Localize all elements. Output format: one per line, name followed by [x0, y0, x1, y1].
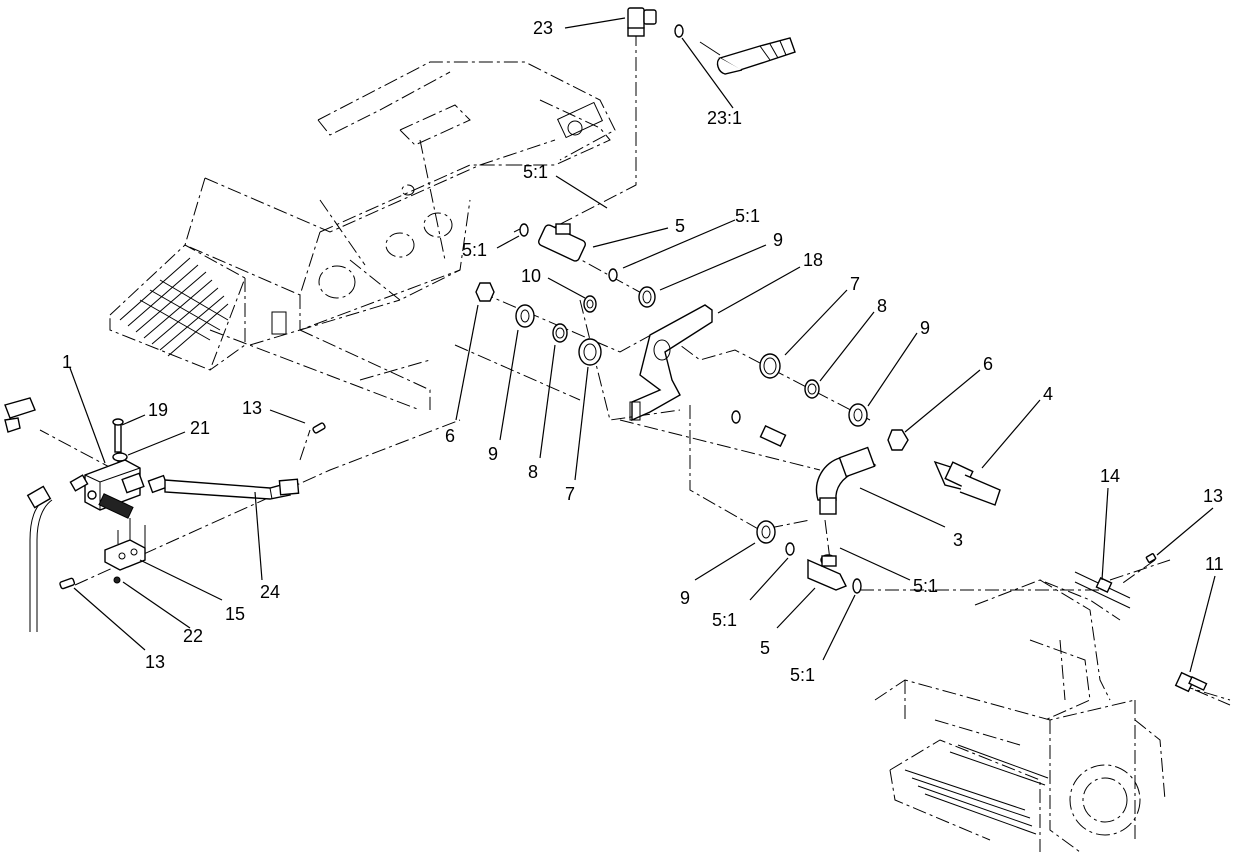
screw-13-center: [312, 422, 326, 434]
callout-22: 22: [183, 626, 203, 646]
callout-13: 13: [145, 652, 165, 672]
nut-10: [583, 295, 597, 313]
callout-8: 8: [877, 296, 887, 316]
callout-5: 5: [760, 638, 770, 658]
fitting-stack-right: [731, 353, 909, 451]
callout-13: 13: [1203, 486, 1223, 506]
right-frame-assembly: [874, 559, 1231, 852]
callout-5-1: 5:1: [712, 610, 737, 630]
bracket-15: [104, 518, 146, 571]
callout-9: 9: [680, 588, 690, 608]
hose-fitting-23-right: [699, 37, 796, 75]
callout-5-1: 5:1: [913, 576, 938, 596]
callout-5: 5: [675, 216, 685, 236]
valve-assembly-1: [69, 459, 300, 519]
callout-6: 6: [983, 354, 993, 374]
screw-13-left: [59, 577, 76, 590]
callout-18: 18: [803, 250, 823, 270]
nut-22: [113, 576, 121, 584]
callout-14: 14: [1100, 466, 1120, 486]
callout-15: 15: [225, 604, 245, 624]
callout-21: 21: [190, 418, 210, 438]
callout-9: 9: [773, 230, 783, 250]
hose-fitting-4: [933, 460, 1001, 506]
washer-21: [112, 452, 128, 462]
elbow-fitting-23: [627, 7, 684, 38]
leader-lines: [69, 17, 1216, 673]
fitting-stack-left: [475, 282, 602, 366]
callout-3: 3: [953, 530, 963, 550]
bracket-18: [629, 304, 713, 422]
step-tread-right: [904, 744, 1049, 835]
elbow-fitting-3: [815, 446, 877, 515]
callout-5-1: 5:1: [523, 162, 548, 182]
callout-13: 13: [242, 398, 262, 418]
bolt-11: [1174, 671, 1208, 693]
callout-23-1: 23:1: [707, 108, 742, 128]
left-frame-assembly: [109, 61, 616, 411]
callout-4: 4: [1043, 384, 1053, 404]
callout-5-1: 5:1: [790, 665, 815, 685]
tee-fitting-5-lower: [756, 520, 862, 594]
screw-19: [112, 418, 124, 453]
callout-1: 1: [62, 352, 72, 372]
callout-24: 24: [260, 582, 280, 602]
callout-19: 19: [148, 400, 168, 420]
callout-23: 23: [533, 18, 553, 38]
tee-fitting-5-upper: [519, 223, 656, 308]
callout-6: 6: [445, 426, 455, 446]
callout-5-1: 5:1: [735, 206, 760, 226]
step-tread-left: [119, 257, 229, 357]
callout-9: 9: [920, 318, 930, 338]
left-hoses: [4, 397, 53, 632]
callout-10: 10: [521, 266, 541, 286]
clamp-14: [1074, 553, 1157, 609]
callout-11: 11: [1205, 554, 1224, 574]
callout-7: 7: [565, 484, 575, 504]
callout-7: 7: [850, 274, 860, 294]
callout-9: 9: [488, 444, 498, 464]
assembly-centerlines: [39, 32, 1231, 706]
callout-labels: 23 23:1 5:1 5:1 5 5:1 9 10 18 7 8 9 6 4 …: [62, 18, 1224, 685]
callout-8: 8: [528, 462, 538, 482]
callout-5-1: 5:1: [462, 240, 487, 260]
